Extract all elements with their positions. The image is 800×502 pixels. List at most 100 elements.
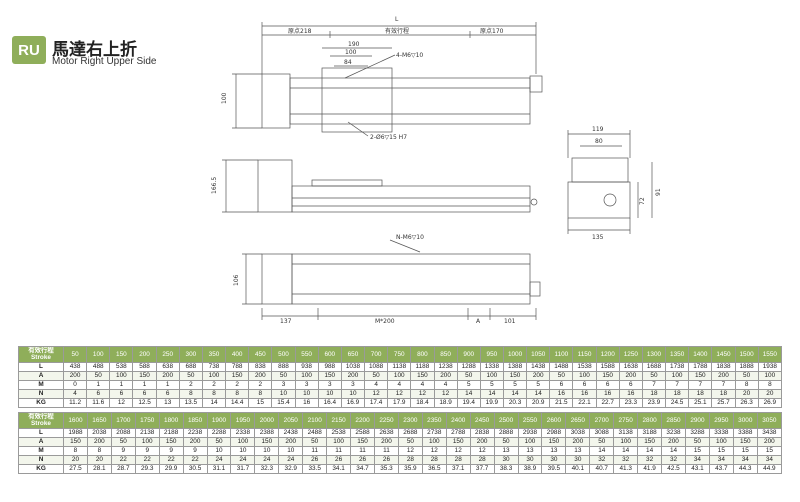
table-cell: 27.5 — [63, 464, 88, 474]
table-cell: 1438 — [526, 362, 551, 372]
stroke-value: 300 — [178, 346, 203, 363]
table-cell: 14 — [637, 446, 663, 456]
table-cell: 3088 — [589, 428, 615, 438]
table-cell: 2388 — [254, 428, 280, 438]
table-cell: 15 — [248, 398, 273, 408]
table-cell: 11 — [302, 446, 328, 456]
table-cell: 12 — [445, 446, 471, 456]
table-cell: 41.9 — [637, 464, 663, 474]
table-cell: 50 — [456, 371, 481, 381]
table-cell: 12 — [410, 389, 435, 399]
table-cell: 13.5 — [178, 398, 203, 408]
row-label: KG — [18, 398, 64, 408]
table-cell: 28.1 — [86, 464, 112, 474]
table-cell: 2588 — [350, 428, 375, 438]
table-cell: 40.7 — [589, 464, 615, 474]
table-cell: 30 — [541, 455, 567, 465]
dim-106: 106 — [233, 274, 240, 286]
table-cell: 7 — [711, 380, 736, 390]
table-cell: 1738 — [665, 362, 690, 372]
stroke-value: 2850 — [661, 412, 686, 429]
stroke-value: 1750 — [134, 412, 160, 429]
table-cell: 22.7 — [595, 398, 620, 408]
table-cell: 14 — [456, 389, 481, 399]
table-cell: 14 — [589, 446, 615, 456]
table-cell: 200 — [155, 371, 180, 381]
dim-origin-right: 原点170 — [480, 27, 504, 35]
table-cell: 1638 — [618, 362, 643, 372]
table-cell: 31.1 — [206, 464, 232, 474]
table-cell: 30 — [565, 455, 591, 465]
hole-label-pin: 2-Ø6▽15 H7 — [370, 134, 407, 141]
stroke-value: 3000 — [732, 412, 758, 429]
table-cell: 24 — [278, 455, 304, 465]
table-cell: 31.7 — [230, 464, 256, 474]
row-label: N — [18, 455, 64, 465]
table-cell: 2238 — [182, 428, 208, 438]
table-cell: 28 — [469, 455, 495, 465]
table-cell: 24.5 — [665, 398, 690, 408]
dim-119: 119 — [592, 126, 604, 133]
table-cell: 37.7 — [469, 464, 495, 474]
section-badge: RU — [12, 36, 46, 64]
table-cell: 2338 — [230, 428, 256, 438]
table-cell: 200 — [565, 437, 591, 447]
table-cell: 100 — [708, 437, 734, 447]
table-cell: 15 — [708, 446, 734, 456]
table-cell: 32 — [589, 455, 615, 465]
table-cell: 50 — [271, 371, 296, 381]
stroke-header-text: 有效行程 — [28, 413, 54, 420]
table-cell: 3238 — [661, 428, 686, 438]
table-cell: 4 — [62, 389, 88, 399]
table-cell: 2738 — [421, 428, 447, 438]
table-cell: 2638 — [373, 428, 399, 438]
table-cell: 10 — [271, 389, 296, 399]
table-cell: 2188 — [158, 428, 184, 438]
table-cell: 150 — [158, 437, 184, 447]
table-cell: 150 — [445, 437, 471, 447]
row-label: L — [18, 428, 64, 438]
table-cell: 13 — [493, 446, 519, 456]
table-cell: 16 — [572, 389, 597, 399]
table-cell: 20 — [757, 389, 783, 399]
table-cell: 39.5 — [541, 464, 567, 474]
stroke-value: 1450 — [711, 346, 736, 363]
table-cell: 1538 — [572, 362, 597, 372]
table-cell: 1588 — [595, 362, 620, 372]
stroke-value: 2050 — [278, 412, 304, 429]
table-cell: 34.7 — [350, 464, 375, 474]
stroke-value: 250 — [155, 346, 180, 363]
table-cell: 14.4 — [225, 398, 250, 408]
table-cell: 100 — [517, 437, 543, 447]
table-cell: 16.9 — [340, 398, 366, 408]
table-cell: 1838 — [711, 362, 736, 372]
table-cell: 588 — [132, 362, 157, 372]
table-cell: 22.1 — [572, 398, 597, 408]
table-cell: 18 — [665, 389, 690, 399]
table-cell: 100 — [387, 371, 412, 381]
table-cell: 200 — [340, 371, 366, 381]
table-cell: 12.5 — [132, 398, 157, 408]
table-cell: 2938 — [517, 428, 543, 438]
table-cell: 1488 — [549, 362, 574, 372]
table-cell: 50 — [86, 371, 111, 381]
stroke-value: 100 — [86, 346, 111, 363]
table-cell: 1888 — [734, 362, 759, 372]
table-cell: 6 — [549, 380, 574, 390]
table-cell: 8 — [734, 380, 759, 390]
table-cell: 9 — [134, 446, 160, 456]
table-cell: 1038 — [340, 362, 366, 372]
table-cell: 36.5 — [421, 464, 447, 474]
table-cell: 34 — [756, 455, 783, 465]
table-cell: 100 — [230, 437, 256, 447]
stroke-value: 1600 — [63, 412, 88, 429]
dim-91: 91 — [655, 188, 662, 196]
table-cell: 18 — [711, 389, 736, 399]
table-cell: 2438 — [278, 428, 304, 438]
stroke-value: 450 — [248, 346, 273, 363]
table-cell: 10 — [340, 389, 366, 399]
